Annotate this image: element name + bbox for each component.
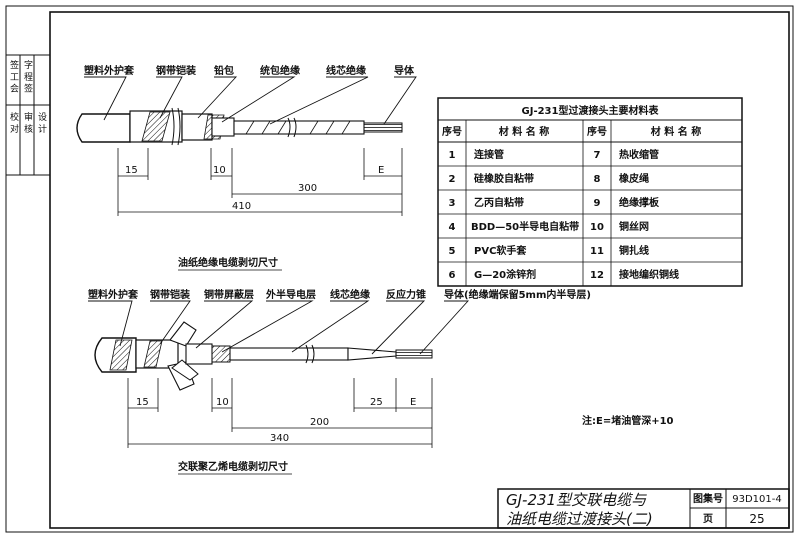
dim-10-1: 10 (213, 165, 226, 176)
material-table: GJ-231型过渡接头主要材料表 序号 材 料 名 称 序号 材 料 名 称 1… (437, 97, 743, 287)
label-conductor-1: 导体 (394, 64, 415, 77)
figure-oil-paper-cable: 塑料外护套 钢带铠装 铅包 统包绝缘 线芯绝缘 导体 15 10 300 E 4… (76, 64, 417, 271)
cell-no: 1 (449, 150, 456, 161)
outer-frame (5, 5, 794, 533)
label-core-insulation-2: 线芯绝缘 (330, 288, 370, 301)
dim-15-2: 15 (136, 397, 149, 408)
cell-no: 12 (590, 270, 604, 281)
dim-E-2: E (410, 397, 416, 408)
note-text: 注:E=堵油管深+10 (582, 414, 674, 427)
cell-name: 热收缩管 (619, 148, 659, 161)
label-belt-insulation: 统包绝缘 (260, 64, 300, 77)
side-strip: 签 工 会 字 程 签 校 对 审 核 设 计 (6, 54, 50, 176)
cell-name: 硅橡胶自粘带 (474, 172, 534, 185)
title-block: GJ-231型交联电缆与 油纸电缆过渡接头(二) 图集号 93D101-4 页 … (497, 488, 790, 529)
fig1-caption: 油纸绝缘电缆剥切尺寸 (178, 256, 278, 269)
cell-no: 11 (590, 246, 604, 257)
figure-xlpe-cable: 塑料外护套 钢带铠装 铜带屏蔽层 外半导电层 线芯绝缘 反应力锥 导体(绝缘端保… (88, 288, 591, 475)
cell-name: 铜扎线 (619, 244, 649, 257)
dim-200: 200 (310, 417, 329, 428)
title-line-1: GJ-231型交联电缆与 (506, 491, 647, 509)
table-row: 1 连接管 7 热收缩管 (449, 148, 659, 161)
table-row: 6 G—20涂锌剂 12 接地编织铜线 (449, 268, 679, 281)
label-conductor-2: 导体(绝缘端保留5mm内半导层) (444, 288, 591, 301)
dim-25: 25 (370, 397, 383, 408)
dim-300: 300 (298, 183, 317, 194)
conductor (363, 122, 403, 133)
cable-outer-sheath (76, 113, 131, 143)
cell-no: 9 (594, 198, 601, 209)
cell-name: BDD—50半导电自粘带 (471, 220, 579, 233)
cell-no: 3 (449, 198, 456, 209)
inner-frame (49, 11, 790, 529)
table-header-no-1: 序号 (442, 125, 462, 138)
cell-no: 8 (594, 174, 601, 185)
belt-insulation (211, 117, 235, 137)
side-text-4: 审 核 (22, 111, 33, 134)
label-stress-cone: 反应力锥 (386, 288, 426, 301)
armor-splay-top (169, 321, 197, 347)
title-line-2: 油纸电缆过渡接头(二) (506, 510, 653, 528)
table-title: GJ-231型过渡接头主要材料表 (522, 104, 660, 117)
cell-name: 绝缘撑板 (619, 196, 660, 209)
side-text-5: 设 计 (36, 112, 47, 134)
atlas-label: 图集号 (693, 492, 723, 505)
fig2-caption: 交联聚乙烯电缆剥切尺寸 (178, 460, 288, 473)
page-label: 页 (703, 513, 713, 525)
cell-no: 7 (594, 150, 601, 161)
label-lead-sheath: 铅包 (214, 64, 234, 77)
dim-E-1: E (378, 165, 384, 176)
cell-no: 10 (590, 222, 604, 233)
fig1-dimension-lines (117, 148, 403, 216)
cell-name: G—20涂锌剂 (474, 268, 536, 281)
cell-name: 橡皮绳 (619, 172, 649, 185)
table-row: 4 BDD—50半导电自粘带 10 铜丝网 (449, 220, 649, 233)
core-insulation (233, 120, 365, 135)
atlas-value: 93D101-4 (732, 494, 781, 505)
cell-no: 6 (449, 270, 456, 281)
table-header-name-2: 材 料 名 称 (651, 125, 701, 138)
cell-no: 4 (449, 222, 456, 233)
label-outer-semicon: 外半导电层 (265, 288, 316, 301)
dim-15-1: 15 (125, 165, 138, 176)
copper-shield (185, 343, 213, 365)
label-outer-sheath-2: 塑料外护套 (88, 288, 139, 301)
cell-name: 连接管 (474, 148, 504, 161)
label-steel-armor-1: 钢带铠装 (156, 64, 196, 77)
cell-name: 铜丝网 (619, 220, 649, 233)
label-outer-sheath-1: 塑料外护套 (84, 64, 135, 77)
outer-semicon (211, 345, 231, 363)
table-row: 3 乙丙自粘带 9 绝缘撑板 (449, 196, 660, 209)
page-value: 25 (749, 512, 764, 526)
dim-10-2: 10 (216, 397, 229, 408)
cell-no: 5 (449, 246, 456, 257)
conductor-2 (395, 349, 433, 359)
side-text-2: 字 程 签 (22, 59, 33, 93)
core-insulation-wrap (245, 120, 351, 135)
side-text-1: 签 工 会 (8, 59, 19, 94)
label-core-insulation-1: 线芯绝缘 (326, 64, 366, 77)
cell-name: 乙丙自粘带 (474, 196, 524, 209)
core-insulation-2 (229, 347, 349, 361)
fig2-dimension-lines (127, 378, 433, 448)
label-steel-armor-2: 钢带铠装 (150, 288, 190, 301)
table-header-name-1: 材 料 名 称 (499, 125, 549, 138)
label-copper-shield: 铜带屏蔽层 (204, 288, 254, 301)
table-row: 2 硅橡胶自粘带 8 橡皮绳 (449, 172, 649, 185)
cell-name: PVC软手套 (474, 244, 527, 257)
dim-410: 410 (232, 201, 251, 212)
table-header-no-2: 序号 (587, 125, 607, 138)
table-row: 5 PVC软手套 11 铜扎线 (449, 244, 649, 257)
side-text-3: 校 对 (8, 111, 19, 133)
cell-no: 2 (449, 174, 456, 185)
cell-name: 接地编织铜线 (619, 268, 679, 281)
dim-340: 340 (270, 433, 289, 444)
